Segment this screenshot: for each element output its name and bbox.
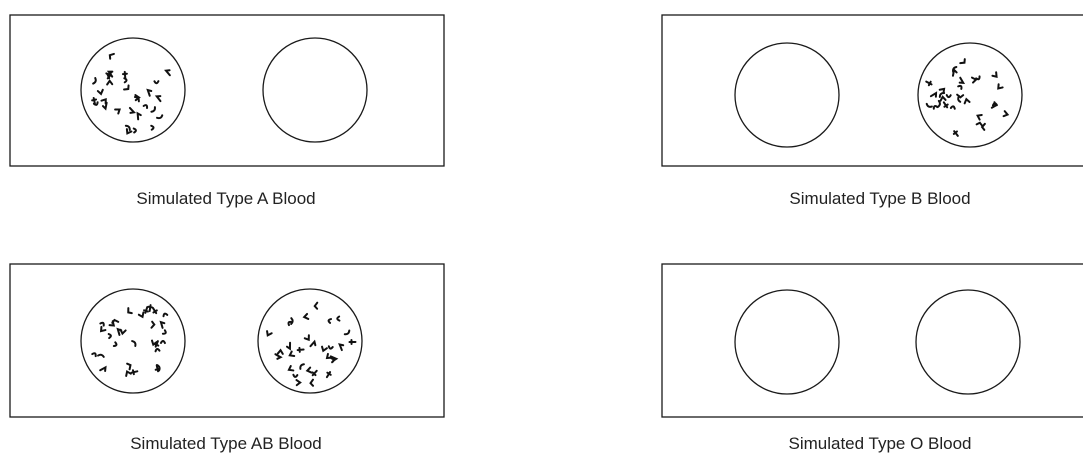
slide-caption: Simulated Type A Blood [136, 189, 315, 208]
well-right [258, 289, 362, 393]
well-left [81, 38, 185, 142]
slide-caption: Simulated Type B Blood [789, 189, 970, 208]
well-left [735, 43, 839, 147]
slide-caption: Simulated Type O Blood [788, 434, 971, 453]
slide-type-b: Simulated Type B Blood [662, 15, 1083, 208]
slide-caption: Simulated Type AB Blood [130, 434, 322, 453]
slide-type-a: Simulated Type A Blood [10, 15, 444, 208]
slide-frame [10, 15, 444, 166]
slide-type-o: Simulated Type O Blood [662, 264, 1083, 453]
well-left [735, 290, 839, 394]
slide-type-ab: Simulated Type AB Blood [10, 264, 444, 453]
well-right [263, 38, 367, 142]
slide-frame [10, 264, 444, 417]
well-right [916, 290, 1020, 394]
